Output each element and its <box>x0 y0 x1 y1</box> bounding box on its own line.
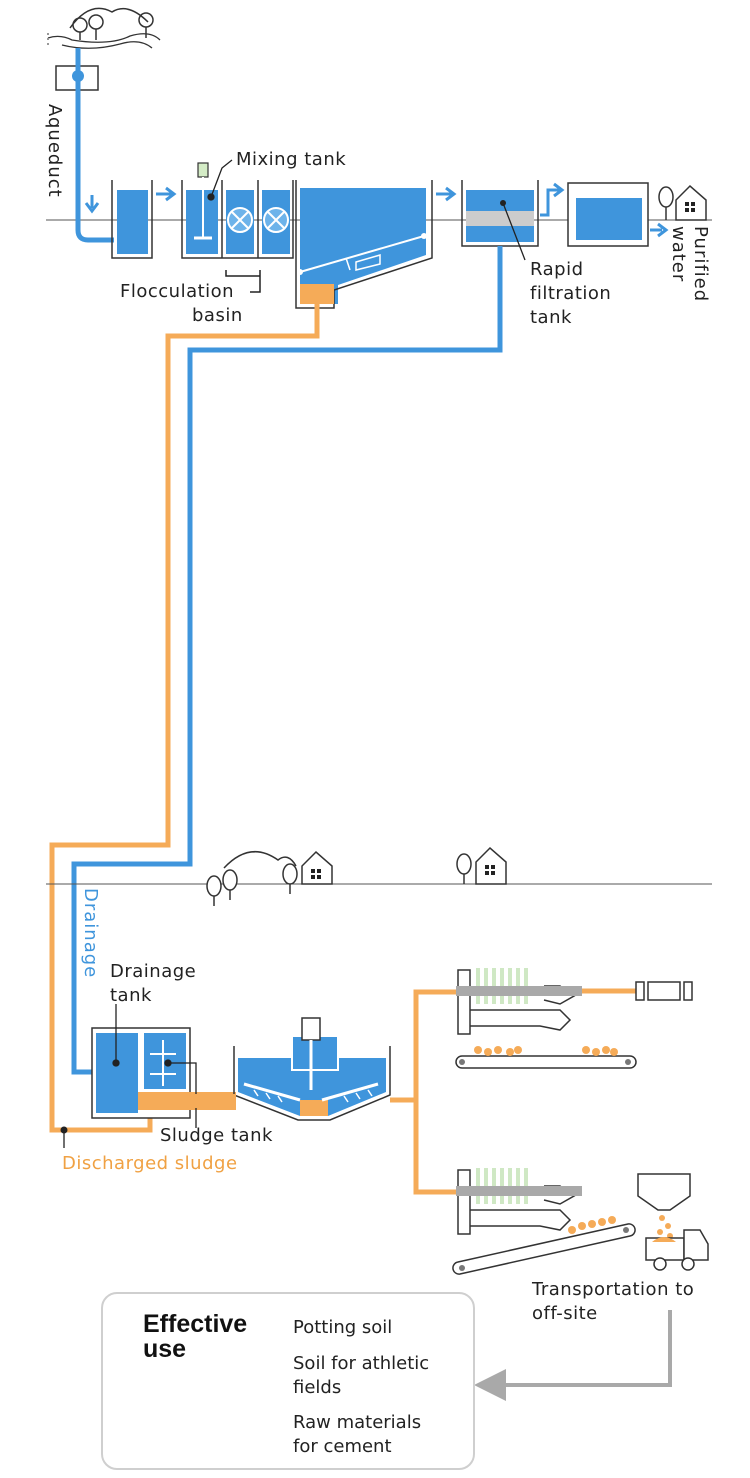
drainage-label: Drainage <box>80 888 101 979</box>
flocculation-basin-label-2: basin <box>192 305 243 326</box>
aqueduct-pipe <box>75 48 114 243</box>
mixing-tank-label: Mixing tank <box>236 149 347 170</box>
aqueduct-label: Aqueduct <box>44 104 65 198</box>
effective-use-title-line2: use <box>143 1335 187 1363</box>
flow-arrow-icon <box>156 186 177 202</box>
effective-use-box: Effective use Potting soil Soil for athl… <box>101 1292 475 1470</box>
transport-label-2: off-site <box>532 1303 598 1324</box>
drainage-tank-label-1: Drainage <box>110 961 197 982</box>
hopper-truck-icon <box>637 1173 709 1271</box>
flow-arrow-icon-4 <box>650 222 669 238</box>
intake-point-icon <box>72 70 84 82</box>
sludge-tank-label: Sludge tank <box>160 1125 273 1146</box>
inflow-arrow-icon <box>84 195 100 214</box>
flocculation-bracket <box>225 270 261 293</box>
purified-label-1: Purified <box>690 226 711 303</box>
rapid-filtration-label-3: tank <box>530 307 572 328</box>
use-item-potting-soil: Potting soil <box>293 1317 393 1338</box>
filter-press-lower <box>452 1168 636 1275</box>
flocculation-basin-label-1: Flocculation <box>120 281 235 302</box>
flow-arrow-icon-3 <box>540 182 565 217</box>
transport-label-1: Transportation to <box>532 1279 695 1300</box>
reuse-arrow <box>474 1310 672 1401</box>
purified-label-2: water <box>668 226 689 283</box>
filter-press-upper <box>455 968 693 1069</box>
receiving-well <box>111 180 153 259</box>
rapid-filtration-label-1: Rapid <box>530 259 584 280</box>
sludge-pipe <box>49 304 320 1133</box>
mixing-flocculation-unit <box>181 162 294 259</box>
mixing-tank-leader <box>207 159 233 201</box>
rapid-filtration-label-2: filtration <box>530 283 612 304</box>
rapid-filtration-tank <box>461 180 539 261</box>
paddle-icon <box>227 207 289 233</box>
discharged-sludge-label: Discharged sludge <box>62 1153 238 1174</box>
landscape-icon <box>206 846 507 906</box>
drainage-tank-label-2: tank <box>110 985 152 1006</box>
river-scene-icon <box>47 7 161 49</box>
effective-use-title-line1: Effective <box>143 1310 248 1338</box>
use-item-athletic-fields: Soil for athletic fields <box>293 1353 430 1398</box>
use-item-cement: Raw materials for cement <box>293 1412 422 1457</box>
house-tree-icon <box>658 184 707 221</box>
mixer-motor-icon <box>197 162 209 178</box>
backwash-drain-pipe <box>71 246 503 1075</box>
clear-water-reservoir <box>567 182 649 247</box>
effective-use-title: Effective use <box>143 1312 247 1362</box>
sedimentation-basin <box>295 180 433 309</box>
flow-arrow-icon-2 <box>436 186 457 202</box>
thickener <box>233 1017 391 1121</box>
